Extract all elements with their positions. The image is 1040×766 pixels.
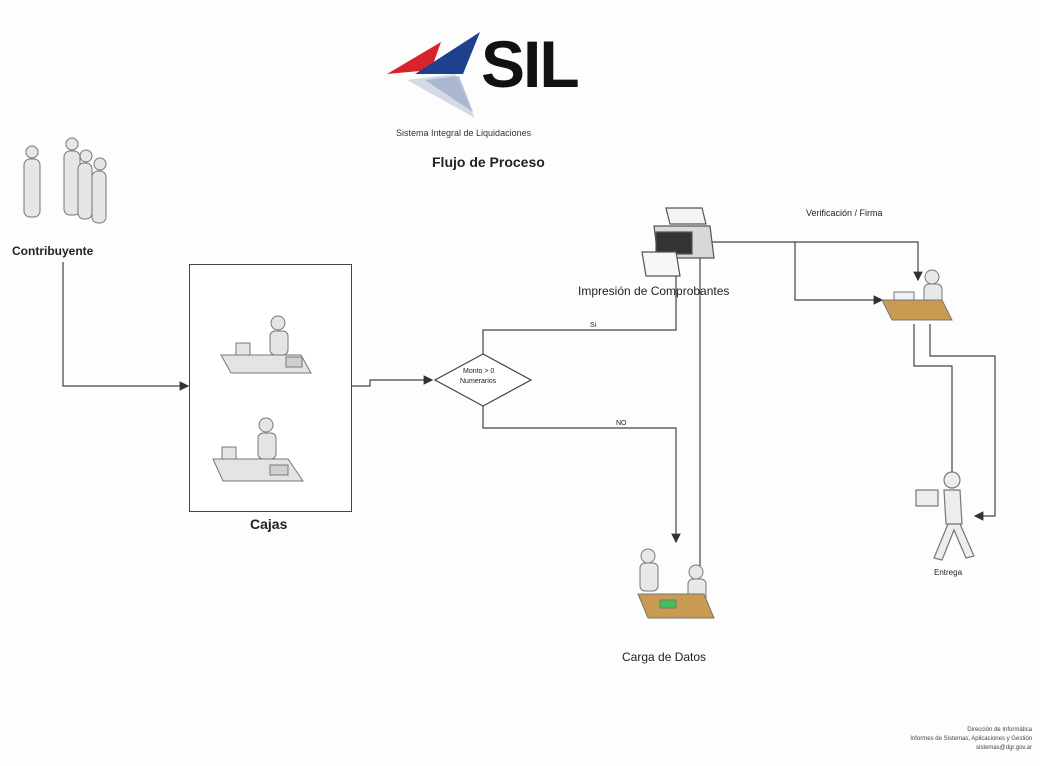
edge-cajas-decision [352, 380, 432, 386]
label-impresion: Impresión de Comprobantes [578, 284, 729, 298]
label-entrega: Entrega [934, 568, 962, 577]
edge-impresion-verificacion-2 [795, 242, 882, 300]
cashier-icon-2 [208, 415, 308, 490]
label-decision-2: Numerarios [460, 378, 496, 385]
label-carga: Carga de Datos [622, 650, 706, 664]
footer-credits: Dirección de Informática Informes de Sis… [910, 726, 1032, 753]
label-decision-1: Monto > 0 [463, 368, 494, 375]
delivery-person-icon [912, 470, 976, 562]
footer-line-1: Dirección de Informática [910, 726, 1032, 735]
footer-line-2: Informes de Sistemas, Aplicaciones y Ges… [910, 735, 1032, 744]
node-contribuyente [14, 132, 114, 232]
label-contribuyente: Contribuyente [12, 244, 93, 258]
footer-line-3: sistemas@dgr.gov.ar [910, 744, 1032, 753]
data-entry-desk-icon [634, 546, 718, 622]
label-verificacion: Verificación / Firma [806, 208, 883, 218]
printer-icon [640, 204, 716, 278]
label-cajas: Cajas [250, 516, 287, 532]
edge-label-si: Si [590, 322, 596, 329]
edge-label-no: NO [616, 420, 627, 427]
cashier-icon [216, 313, 316, 383]
edge-decision-carga [483, 406, 676, 542]
edge-verificacion-entrega [914, 324, 952, 486]
edge-decision-impresion [483, 270, 676, 354]
edge-contribuyente-cajas [63, 262, 188, 386]
node-cajas [189, 264, 352, 512]
signing-desk-icon [880, 268, 954, 324]
people-group-icon [14, 132, 114, 232]
